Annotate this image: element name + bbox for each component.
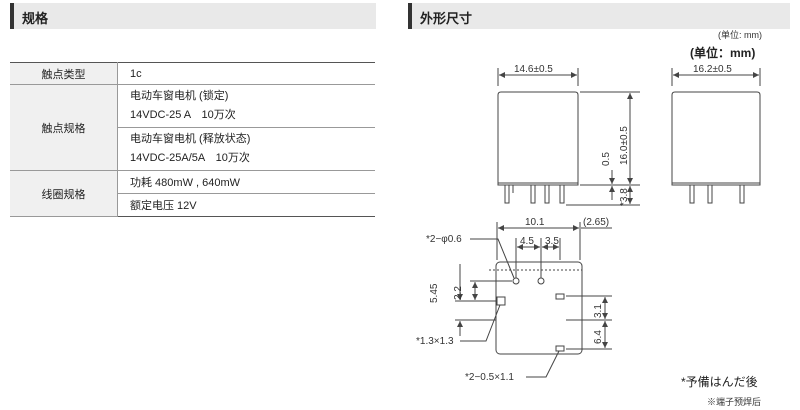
row-value-release: 电动车窗电机 (释放状态) 14VDC-25A/5A 10万次	[117, 127, 375, 171]
pitch-edge-label: (2.65)	[583, 217, 609, 228]
row-value-voltage: 额定电压 12V	[117, 193, 375, 217]
table-row: 电动车窗电机 (释放状态) 14VDC-25A/5A 10万次	[10, 127, 375, 171]
unit-large: (单位：mm)	[690, 45, 755, 60]
v-left-outer-label: 5.45	[429, 283, 440, 303]
footnote-cn: ※端子预焊后	[707, 396, 761, 407]
v-left-inner-label: 2.2	[453, 286, 464, 300]
pitch-a-label: 4.5	[520, 236, 534, 247]
square-pin	[496, 296, 506, 306]
square-note: *1.3×1.3	[416, 336, 454, 347]
pitch-overall-label: 10.1	[525, 217, 545, 228]
pitch-b-label: 3.5	[545, 236, 559, 247]
side-width-label: 16.2±0.5	[693, 64, 732, 75]
slot-bottom	[555, 345, 565, 352]
v-right-top-label: 3.1	[593, 304, 604, 318]
hole-note: *2−φ0.6	[426, 234, 462, 245]
v-right-bottom-label: 6.4	[593, 330, 604, 344]
table-row: 触点规格 电动车窗电机 (锁定) 14VDC-25 A 10万次	[10, 84, 375, 171]
unit-small: (单位: mm)	[718, 29, 762, 40]
pin-length-label: *3.8	[619, 188, 630, 206]
gap-label: 0.5	[601, 152, 612, 166]
table-row: 额定电压 12V	[10, 193, 375, 217]
square-leader	[460, 304, 501, 342]
hole-right	[537, 277, 545, 285]
side-view-body	[671, 91, 761, 186]
footnote-jp: *予備はんだ後	[681, 374, 758, 389]
height-label: 16.0±0.5	[619, 126, 630, 165]
front-view-pins	[504, 185, 565, 204]
release-desc: 电动车窗电机 (释放状态)	[130, 133, 251, 145]
header-accent-bar	[408, 3, 412, 29]
row-value-lock: 电动车窗电机 (锁定) 14VDC-25 A 10万次	[117, 84, 375, 128]
spec-table: 触点类型 1c 触点规格 电动车窗电机 (锁定) 14VDC-25 A 10万次…	[10, 62, 375, 217]
header-accent-bar	[10, 3, 14, 29]
lock-rating: 14VDC-25 A 10万次	[130, 109, 236, 121]
row-label-coil: 线圈规格	[10, 170, 118, 217]
hole-leader	[470, 238, 515, 279]
bottom-view-body	[495, 261, 583, 355]
dimensions-title: 外形尺寸	[420, 11, 473, 26]
hole-left	[512, 277, 520, 285]
spec-title: 规格	[22, 11, 49, 26]
lock-desc: 电动车窗电机 (锁定)	[130, 90, 229, 102]
spec-section-header: 规格	[10, 3, 376, 29]
front-width-label: 14.6±0.5	[514, 64, 553, 75]
side-view-pins	[689, 185, 745, 204]
front-view-body	[497, 91, 579, 186]
slot-leader	[526, 350, 560, 378]
slot-note: *2−0.5×1.1	[465, 372, 514, 383]
release-rating: 14VDC-25A/5A 10万次	[130, 152, 250, 164]
slot-top	[555, 293, 565, 300]
dimensions-section-header: 外形尺寸	[408, 3, 790, 29]
row-label-contact-rating: 触点规格	[10, 84, 118, 171]
